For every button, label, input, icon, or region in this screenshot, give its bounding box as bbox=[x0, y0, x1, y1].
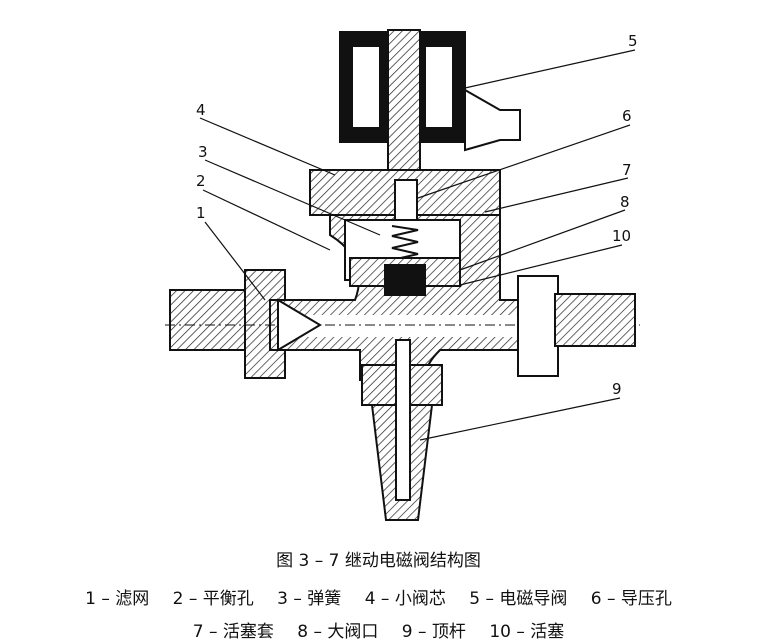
push-rod bbox=[395, 339, 411, 501]
callout-3: 3 bbox=[198, 143, 208, 161]
flow-channel bbox=[285, 315, 545, 337]
spring bbox=[391, 225, 419, 261]
valve-sectional-drawing: 1 2 3 4 5 6 7 8 10 9 bbox=[165, 29, 640, 521]
filter-screen bbox=[277, 298, 322, 352]
callout-1: 1 bbox=[196, 204, 206, 222]
piston-assembly bbox=[344, 219, 461, 296]
legend-row-2: 7 – 活塞套 8 – 大阀口 9 – 顶杆 10 – 活塞 bbox=[0, 617, 757, 642]
legend-item: 3 – 弹簧 bbox=[277, 589, 342, 609]
legend-row-1: 1 – 滤网 2 – 平衡孔 3 – 弹簧 4 – 小阀芯 5 – 电磁导阀 6… bbox=[0, 584, 757, 609]
pilot-core bbox=[394, 179, 418, 221]
callout-8: 8 bbox=[620, 193, 630, 211]
push-rod-assembly bbox=[361, 339, 443, 521]
callout-9: 9 bbox=[612, 380, 622, 398]
solenoid-pilot bbox=[309, 29, 521, 221]
callout-leaders bbox=[199, 49, 636, 441]
legend-item: 1 – 滤网 bbox=[85, 589, 150, 609]
legend-item: 4 – 小阀芯 bbox=[364, 589, 446, 609]
legend-item: 7 – 活塞套 bbox=[192, 622, 274, 642]
right-fitting bbox=[554, 293, 636, 347]
small-spool bbox=[384, 264, 426, 296]
legend-item: 8 – 大阀口 bbox=[297, 622, 379, 642]
callout-5: 5 bbox=[628, 32, 638, 50]
legend-item: 5 – 电磁导阀 bbox=[469, 589, 568, 609]
callout-10: 10 bbox=[612, 227, 631, 245]
callout-2: 2 bbox=[196, 172, 206, 190]
legend-item: 2 – 平衡孔 bbox=[172, 589, 254, 609]
pilot-stem bbox=[387, 29, 421, 181]
right-nut bbox=[517, 275, 559, 377]
legend-item: 9 – 顶杆 bbox=[401, 622, 466, 642]
legend-item: 10 – 活塞 bbox=[489, 622, 565, 642]
callout-7: 7 bbox=[622, 161, 632, 179]
legend-item: 6 – 导压孔 bbox=[590, 589, 672, 609]
figure-title: 图 3 – 7 继动电磁阀结构图 bbox=[276, 551, 481, 571]
callout-4: 4 bbox=[196, 101, 206, 119]
callout-6: 6 bbox=[622, 107, 632, 125]
connector bbox=[464, 88, 521, 152]
